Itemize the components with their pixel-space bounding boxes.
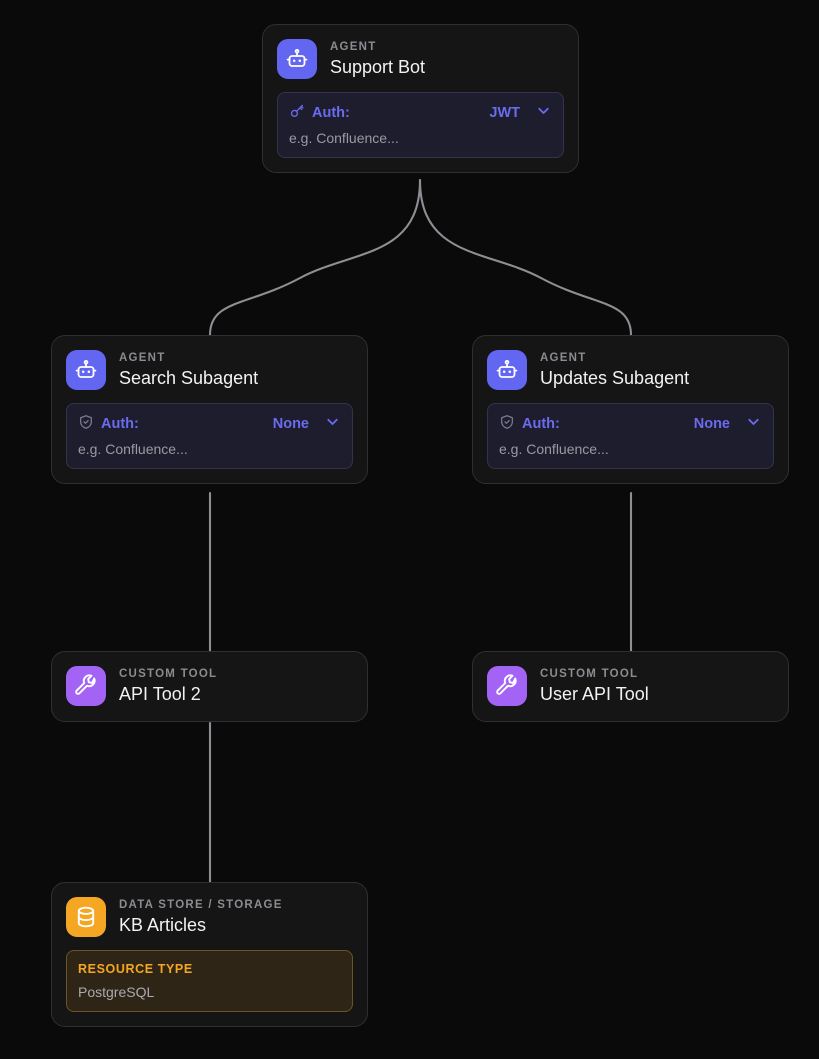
node-title: User API Tool bbox=[540, 683, 649, 704]
node-updates-subagent[interactable]: AGENT Updates Subagent Auth: None bbox=[472, 335, 789, 484]
auth-panel-row: Auth: JWT bbox=[289, 102, 552, 124]
node-kind-label: AGENT bbox=[330, 40, 377, 53]
auth-label: Auth: bbox=[312, 104, 350, 121]
robot-icon bbox=[66, 350, 106, 390]
node-kb-articles[interactable]: DATA STORE / STORAGE KB Articles RESOURC… bbox=[51, 882, 368, 1027]
chevron-down-icon[interactable] bbox=[324, 413, 341, 435]
auth-panel[interactable]: Auth: None e.g. Confluence... bbox=[487, 403, 774, 469]
auth-label: Auth: bbox=[101, 415, 139, 432]
node-support-bot[interactable]: AGENT Support Bot Auth: JWT bbox=[262, 24, 579, 173]
node-titles: AGENT Updates Subagent bbox=[540, 351, 689, 390]
chevron-down-icon[interactable] bbox=[535, 102, 552, 124]
node-kind-label: DATA STORE / STORAGE bbox=[119, 898, 283, 911]
node-kind-label: AGENT bbox=[540, 351, 587, 364]
node-header: AGENT Search Subagent bbox=[66, 350, 353, 390]
node-titles: AGENT Search Subagent bbox=[119, 351, 258, 390]
node-titles: DATA STORE / STORAGE KB Articles bbox=[119, 898, 283, 937]
wrench-icon bbox=[487, 666, 527, 706]
node-titles: AGENT Support Bot bbox=[330, 40, 425, 79]
node-api-tool-2[interactable]: CUSTOM TOOL API Tool 2 bbox=[51, 651, 368, 722]
key-icon bbox=[289, 103, 305, 124]
robot-icon bbox=[277, 39, 317, 79]
node-kind-label: AGENT bbox=[119, 351, 166, 364]
node-title: KB Articles bbox=[119, 914, 207, 935]
node-title: API Tool 2 bbox=[119, 683, 201, 704]
robot-icon bbox=[487, 350, 527, 390]
node-user-api-tool[interactable]: CUSTOM TOOL User API Tool bbox=[472, 651, 789, 722]
node-kind-label: CUSTOM TOOL bbox=[540, 667, 639, 680]
chevron-down-icon[interactable] bbox=[745, 413, 762, 435]
auth-value: None bbox=[272, 415, 309, 432]
resource-type-label: RESOURCE TYPE bbox=[78, 962, 193, 976]
node-title: Updates Subagent bbox=[540, 367, 690, 388]
database-icon bbox=[66, 897, 106, 937]
auth-value: None bbox=[693, 415, 730, 432]
node-header: DATA STORE / STORAGE KB Articles bbox=[66, 897, 353, 937]
auth-placeholder[interactable]: e.g. Confluence... bbox=[499, 441, 609, 457]
node-title: Search Subagent bbox=[119, 367, 259, 388]
node-search-subagent[interactable]: AGENT Search Subagent Auth: None bbox=[51, 335, 368, 484]
node-header: AGENT Updates Subagent bbox=[487, 350, 774, 390]
auth-label: Auth: bbox=[522, 415, 560, 432]
node-header: CUSTOM TOOL User API Tool bbox=[487, 666, 774, 706]
auth-panel-row: Auth: None bbox=[499, 413, 762, 435]
node-header: AGENT Support Bot bbox=[277, 39, 564, 79]
node-title: Support Bot bbox=[330, 56, 426, 77]
auth-panel-row: Auth: None bbox=[78, 413, 341, 435]
node-titles: CUSTOM TOOL User API Tool bbox=[540, 667, 649, 706]
edge-support-bot-to-search-subagent bbox=[208, 178, 422, 337]
auth-value: JWT bbox=[489, 104, 520, 121]
node-kind-label: CUSTOM TOOL bbox=[119, 667, 218, 680]
auth-panel[interactable]: Auth: None e.g. Confluence... bbox=[66, 403, 353, 469]
shield-check-icon bbox=[499, 414, 515, 435]
resource-panel[interactable]: RESOURCE TYPE PostgreSQL bbox=[66, 950, 353, 1012]
node-titles: CUSTOM TOOL API Tool 2 bbox=[119, 667, 217, 706]
auth-placeholder[interactable]: e.g. Confluence... bbox=[78, 441, 188, 457]
auth-placeholder[interactable]: e.g. Confluence... bbox=[289, 130, 399, 146]
shield-check-icon bbox=[78, 414, 94, 435]
edge-support-bot-to-updates-subagent bbox=[418, 178, 633, 337]
wrench-icon bbox=[66, 666, 106, 706]
auth-panel[interactable]: Auth: JWT e.g. Confluence... bbox=[277, 92, 564, 158]
resource-type-value: PostgreSQL bbox=[78, 984, 155, 1000]
node-header: CUSTOM TOOL API Tool 2 bbox=[66, 666, 353, 706]
resource-panel-row: RESOURCE TYPE bbox=[78, 960, 341, 979]
